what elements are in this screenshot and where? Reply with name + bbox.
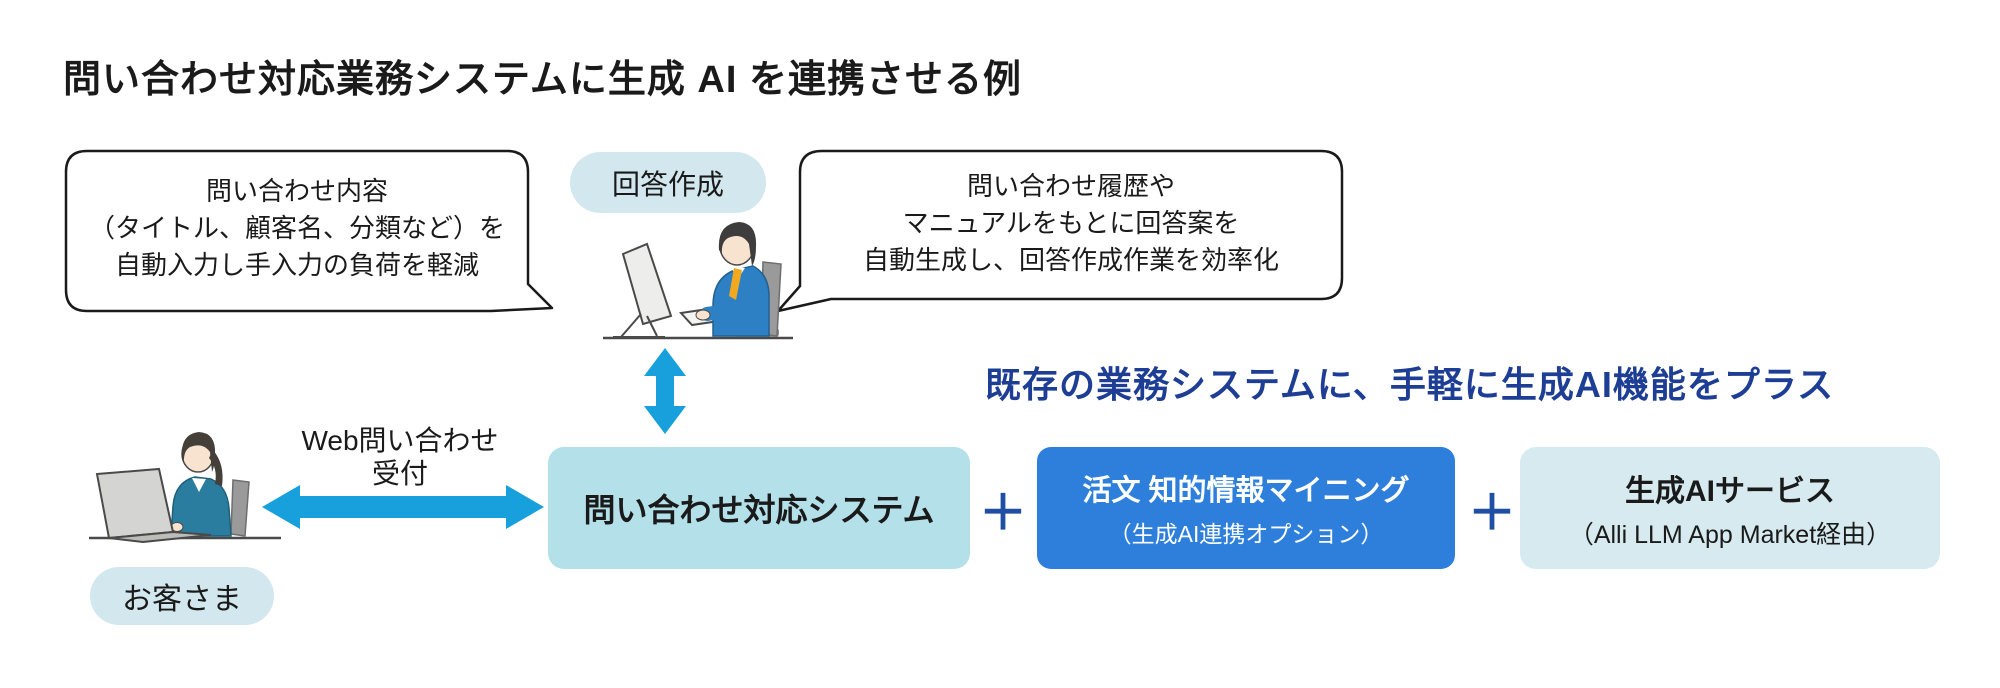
left-speech-bubble: 問い合わせ内容 （タイトル、顧客名、分類など）を 自動入力し手入力の負荷を軽減: [63, 148, 555, 316]
ai-service-label: 生成AIサービス: [1625, 474, 1835, 508]
bubble-line: 自動生成し、回答作成作業を効率化: [862, 245, 1279, 275]
speech-bubble-shape: [776, 149, 1344, 313]
bubble-line: マニュアルをもとに回答案を: [902, 208, 1240, 238]
web-inquiry-label: Web問い合わせ 受付: [268, 424, 532, 490]
web-inquiry-line2: 受付: [371, 458, 428, 489]
mining-option-box: 活文 知的情報マイニング （生成AI連携オプション）: [1037, 447, 1455, 569]
plus-sign: ＋: [1467, 487, 1516, 540]
man-at-desktop-icon: [603, 222, 793, 340]
right-speech-bubble-text: 問い合わせ履歴や マニュアルをもとに回答案を 自動生成し、回答作成作業を効率化: [800, 148, 1342, 299]
mining-option-sublabel: （生成AI連携オプション）: [1108, 521, 1384, 547]
inquiry-system-label: 問い合わせ対応システム: [583, 492, 935, 528]
customer-illustration: [85, 422, 285, 572]
web-inquiry-line1: Web問い合わせ: [301, 425, 499, 456]
headline: 既存の業務システムに、手軽に生成AI機能をプラス: [985, 364, 1835, 405]
inquiry-system-box: 問い合わせ対応システム: [548, 447, 970, 569]
horizontal-bidirectional-arrow-icon: [258, 483, 548, 531]
diagram-title: 問い合わせ対応業務システムに生成 AI を連携させる例: [63, 59, 1022, 101]
bubble-line: （タイトル、顧客名、分類など）を: [88, 212, 505, 243]
operator-illustration: [565, 210, 805, 346]
woman-at-laptop-icon: [89, 432, 281, 544]
speech-bubble-shape: [64, 149, 554, 313]
right-speech-bubble: 問い合わせ履歴や マニュアルをもとに回答案を 自動生成し、回答作成作業を効率化: [775, 148, 1367, 320]
bubble-line: 問い合わせ内容: [205, 175, 388, 206]
answer-creation-label: 回答作成: [570, 152, 766, 213]
left-speech-bubble-text: 問い合わせ内容 （タイトル、顧客名、分類など）を 自動入力し手入力の負荷を軽減: [66, 148, 528, 308]
ai-service-box: 生成AIサービス （Alli LLM App Market経由）: [1520, 447, 1940, 569]
customer-label: お客さま: [90, 567, 274, 625]
bubble-line: 問い合わせ履歴や: [966, 171, 1175, 201]
ai-service-sublabel: （Alli LLM App Market経由）: [1568, 520, 1892, 549]
mining-option-label: 活文 知的情報マイニング: [1082, 475, 1410, 507]
vertical-bidirectional-arrow-icon: [643, 346, 687, 436]
plus-sign: ＋: [978, 487, 1027, 540]
bubble-line: 自動入力し手入力の負荷を軽減: [114, 249, 479, 280]
